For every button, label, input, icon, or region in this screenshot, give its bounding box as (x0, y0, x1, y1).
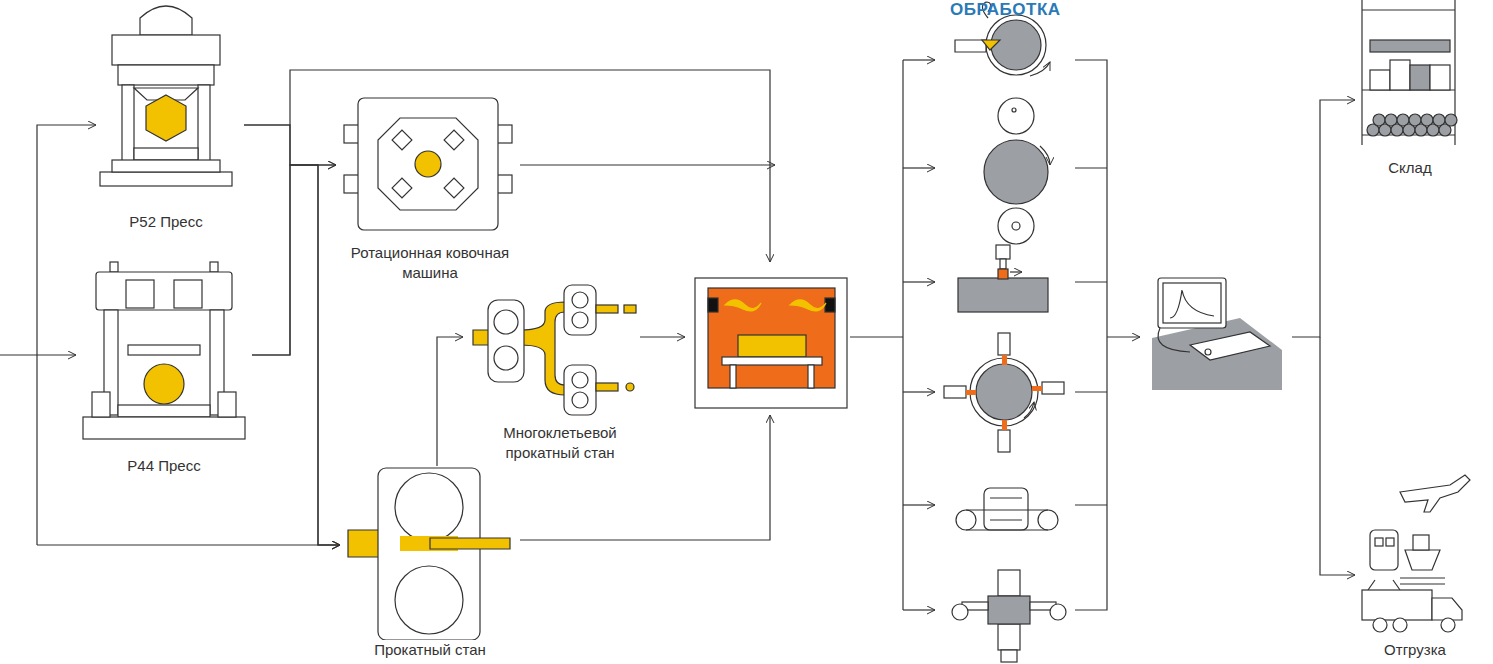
equipment-node: Склад (1350, 0, 1470, 178)
flow-arrow (252, 165, 340, 545)
equipment-node: Отгрузка (1345, 470, 1485, 660)
equipment-label: Прокатный стан (372, 640, 488, 660)
equipment-label: Многоклетьевой прокатный стан (463, 423, 657, 463)
equipment-label: Отгрузка (1382, 640, 1448, 660)
equipment-label: Склад (1386, 158, 1433, 178)
equipment-label: Р52 Пресс (127, 212, 204, 232)
flow-arrow (244, 125, 340, 545)
equipment-label: Р44 Пресс (125, 456, 202, 476)
section-title: ОБРАБОТКА (950, 0, 1061, 20)
equipment-node: Ротационная ковочная машина (336, 95, 524, 283)
equipment-node: Р52 Пресс (88, 0, 244, 232)
equipment-node: Многоклетьевой прокатный стан (463, 283, 657, 463)
equipment-node: Р44 Пресс (76, 258, 252, 476)
equipment-node: Прокатный стан (340, 466, 520, 660)
equipment-label: Ротационная ковочная машина (336, 243, 524, 283)
flow-arrow (252, 165, 336, 355)
flow-arrow (437, 337, 463, 466)
